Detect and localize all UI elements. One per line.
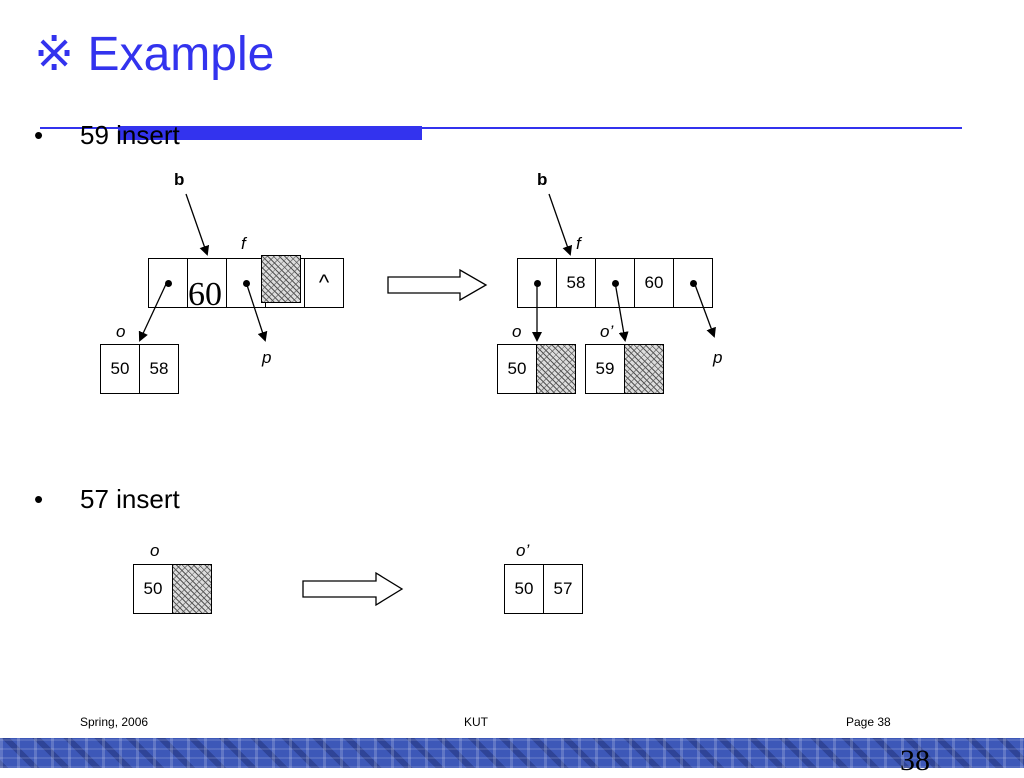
label-f: f [576,234,581,253]
label-p: p [713,348,723,367]
label-p: p [262,348,272,367]
overlapping-value: 60 [188,276,222,313]
bullet-dot: • [34,120,44,150]
cell-value: 50 [514,579,534,598]
node-o-key1: 50 [100,344,140,394]
page-number-large: 38 [900,744,930,777]
label-o: o [512,322,522,341]
footer-right: Page 38 [846,715,891,729]
hatched-block [261,255,301,303]
label-f: f [241,234,246,253]
label-b: b [537,170,548,189]
hatched-block [624,344,664,394]
transform-arrow-1 [387,268,488,302]
pointer-arrow-o [138,281,168,342]
node-cell-pointer [673,258,713,308]
cell-value: 59 [595,359,615,378]
pointer-arrow-b [185,193,210,256]
title-underline-accent [118,126,422,140]
hatched-block [172,564,212,614]
bullet-dot: • [34,484,44,514]
label-o: o [150,541,160,560]
slide-title: ※ Example [34,28,275,81]
node-o-key2: 58 [139,344,179,394]
label-o-prime: o’ [600,322,614,341]
node-cell-value [187,258,227,308]
bullet-59-insert: • 59 insert [34,120,180,151]
cell-value: 50 [507,359,527,378]
cell-value: 57 [553,579,573,598]
bullet-label: 57 insert [80,484,180,514]
hatched-block [536,344,576,394]
bullet-57-insert: • 57 insert [34,484,180,515]
footer-left: Spring, 2006 [80,715,149,729]
node-cell-value: 58 [556,258,596,308]
node-cell-pointer [595,258,635,308]
node-cell-value: 60 [634,258,674,308]
title-underline [40,127,962,129]
null-symbol: ^ [318,270,330,295]
pointer-arrow-b [548,193,573,256]
cell-value: 50 [110,359,130,378]
pointer-arrow-o-prime [614,281,629,342]
label-o: o [116,322,126,341]
cell-value: 58 [566,273,586,292]
label-b: b [174,170,185,189]
pointer-dot [689,279,697,287]
pointer-arrow-p [693,281,716,338]
footer-center: KUT [464,715,488,729]
cell-value: 58 [149,359,169,378]
node-o-key: 50 [497,344,537,394]
null-cell: ^ [304,258,344,308]
bullet-label: 59 insert [80,120,180,150]
pointer-dot [164,279,172,287]
cell-value: 60 [644,273,664,292]
pointer-arrow-p [245,281,268,342]
decorative-footer-band [0,738,1024,768]
transform-arrow-2 [302,571,404,607]
label-o-prime: o’ [516,541,530,560]
cell-value: 50 [143,579,163,598]
node-o-prime-key2: 57 [543,564,583,614]
node-o-key: 50 [133,564,173,614]
